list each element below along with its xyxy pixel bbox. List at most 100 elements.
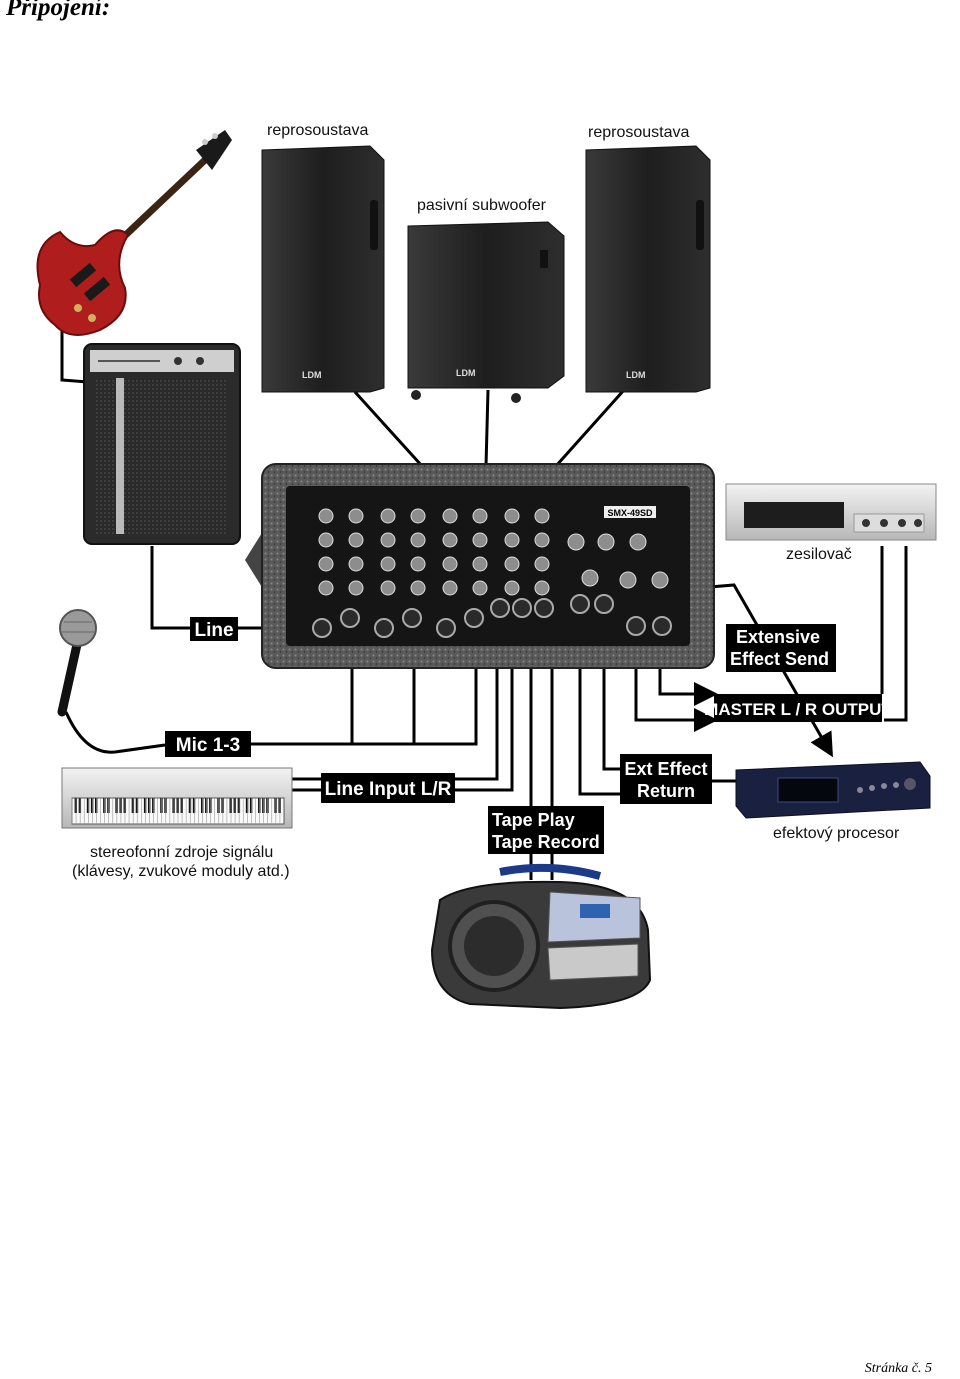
mixer-jack [464, 608, 484, 628]
label-extensive-line1: Extensive [736, 627, 820, 647]
label-extensive-effect-send: Extensive Effect Send [726, 624, 836, 672]
label-mic-text: Mic 1-3 [176, 735, 240, 756]
cable-guitar [60, 330, 89, 384]
mixer-knob [534, 556, 550, 572]
device-captions: reprosoustava reprosoustava pasivní subw… [72, 122, 900, 880]
mixer-knob [534, 580, 550, 596]
mixer-knob [442, 580, 458, 596]
mixer-jack [374, 618, 394, 638]
label-extensive-line2: Effect Send [730, 649, 829, 669]
mixer-knob [410, 508, 426, 524]
label-ext-effect-return: Ext Effect Return [620, 754, 712, 804]
subwoofer-badge: LDM [456, 368, 476, 378]
mixer-knob [472, 508, 488, 524]
label-line: Line [190, 617, 238, 641]
mixer-knob [318, 556, 334, 572]
effects-processor-caption: efektový procesor [773, 825, 900, 842]
speaker-left: LDM [261, 145, 385, 393]
mixer-knob [504, 580, 520, 596]
keyboard-keys [71, 798, 281, 824]
speaker-right: LDM [585, 145, 711, 393]
page-heading: Připojení: [6, 0, 111, 21]
label-mic: Mic 1-3 [165, 731, 251, 757]
page-footer: Stránka č. 5 [864, 1361, 932, 1376]
power-amplifier [725, 483, 937, 541]
guitar-amp [83, 343, 241, 545]
cable-subwoofer [484, 389, 490, 467]
guitar-illustration [36, 130, 232, 336]
mixer-knob [380, 556, 396, 572]
cable-speaker-right [554, 388, 626, 468]
label-ext-return-line1: Ext Effect [624, 759, 707, 779]
label-line-text: Line [194, 620, 233, 641]
speaker-right-caption: reprosoustava [588, 124, 689, 141]
mixer-jack [512, 598, 532, 618]
speaker-right-badge: LDM [626, 370, 646, 380]
mixer-knob [442, 508, 458, 524]
mixer-knob [348, 532, 364, 548]
mixer-knob [442, 532, 458, 548]
mixer-knob [534, 532, 550, 548]
subwoofer: LDM [407, 221, 565, 403]
mixer-jack [436, 618, 456, 638]
mixer-knob [380, 532, 396, 548]
mixer-jack [594, 594, 614, 614]
mixer-jack [652, 616, 672, 636]
mixer-jack [490, 598, 510, 618]
mixer-model: SMX-49SD [607, 508, 653, 518]
subwoofer-caption: pasivní subwoofer [417, 197, 547, 214]
mixer-jack [312, 618, 332, 638]
cable-master-amp-2 [884, 546, 908, 722]
mixer-knobs [312, 508, 672, 638]
effects-processor [735, 761, 931, 819]
keyboard-caption-line1: stereofonní zdroje signálu [90, 844, 273, 861]
mixer-knob [597, 533, 615, 551]
mixer-knob [380, 508, 396, 524]
mixer-jack [534, 598, 554, 618]
mixer-jack [626, 616, 646, 636]
mixer-knob [504, 532, 520, 548]
mixer-knob [348, 580, 364, 596]
mixer-knob [472, 580, 488, 596]
label-line-input-text: Line Input L/R [325, 779, 452, 800]
label-master-output-text: MASTER L / R OUTPUT [704, 700, 892, 719]
mixer-knob [380, 580, 396, 596]
speaker-left-caption: reprosoustava [267, 122, 368, 139]
mixer-knob [504, 508, 520, 524]
mixer-knob [318, 532, 334, 548]
label-line-input: Line Input L/R [321, 773, 455, 803]
mixer-knob [472, 556, 488, 572]
label-master-output: MASTER L / R OUTPUT [704, 694, 892, 722]
label-tape-play: Tape Play [492, 810, 575, 830]
mixer-knob [442, 556, 458, 572]
mixer-knob [472, 532, 488, 548]
mixer-knob [410, 580, 426, 596]
mixer-knob [581, 569, 599, 587]
mixer-knob [410, 556, 426, 572]
mixer-knob [348, 556, 364, 572]
microphone-illustration [57, 609, 97, 717]
mixer-knob [504, 556, 520, 572]
keyboard-illustration [61, 767, 293, 829]
mixer-knob [318, 580, 334, 596]
label-tape: Tape Play Tape Record [488, 806, 604, 854]
cable-mic [64, 711, 166, 754]
mixer-jack [402, 608, 422, 628]
speaker-left-badge: LDM [302, 370, 322, 380]
mixer-knob [567, 533, 585, 551]
label-ext-return-line2: Return [637, 781, 695, 801]
amplifier-caption: zesilovač [786, 546, 852, 563]
mixer-jack [570, 594, 590, 614]
mixer-knob [629, 533, 647, 551]
mixer-knob [651, 571, 669, 589]
mixer-knob [348, 508, 364, 524]
label-tape-record: Tape Record [492, 832, 600, 852]
mixer-knob [619, 571, 637, 589]
boombox-illustration [430, 863, 652, 1010]
mixer: SMX-49SD [245, 463, 715, 669]
cable-mic-bus [250, 632, 478, 746]
keyboard-caption-line2: (klávesy, zvukové moduly atd.) [72, 863, 290, 880]
mixer-knob [534, 508, 550, 524]
mixer-knob [318, 508, 334, 524]
